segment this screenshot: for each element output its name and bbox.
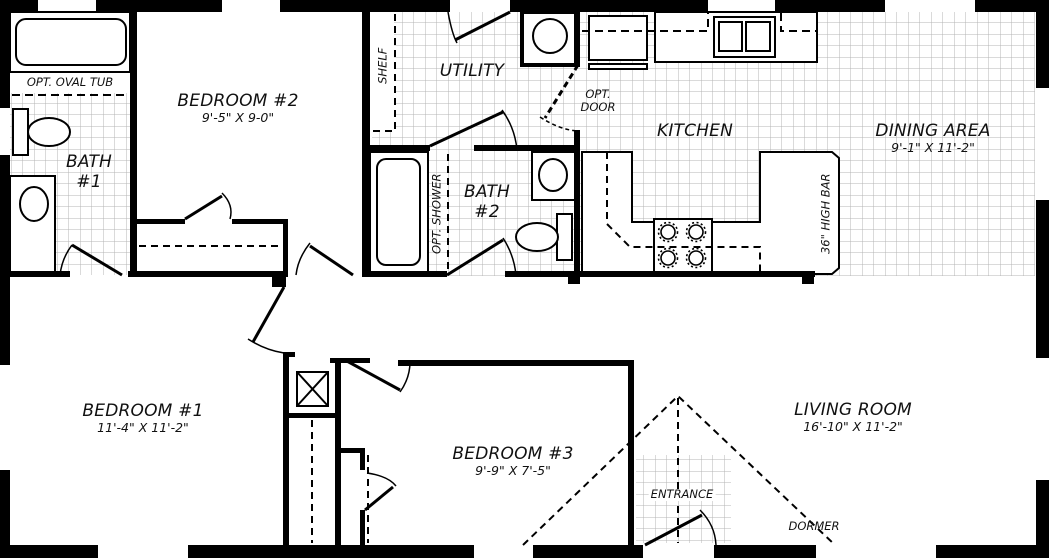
- room-name: BEDROOM #2: [177, 91, 299, 111]
- fixtures: [9, 10, 840, 277]
- room-number: #2: [474, 202, 500, 222]
- burner-icon: [688, 224, 704, 240]
- opt-door-note-line1: OPT.: [585, 87, 611, 101]
- bath2-sink: [538, 158, 568, 192]
- counter-dash: [606, 152, 761, 274]
- room-name: BATH: [463, 182, 511, 202]
- dining-area-label: DINING AREA 9'-1" X 11'-2": [875, 123, 990, 155]
- living-room-label: LIVING ROOM 16'-10" X 11'-2": [794, 402, 912, 434]
- bath1-tub-basin: [15, 18, 127, 66]
- utility-shelf: [372, 12, 394, 132]
- bedroom2-label: BEDROOM #2 9'-5" X 9-0": [177, 93, 298, 125]
- water-heater-tank: [532, 18, 568, 54]
- doors: [59, 10, 717, 547]
- room-dimensions: 9'-9" X 7'-5": [475, 463, 551, 478]
- burner-icon: [688, 250, 704, 266]
- utility-label: UTILITY: [440, 63, 505, 80]
- high-bar-note: 36" HIGH BAR: [818, 173, 833, 255]
- sink-basin-right: [745, 21, 771, 52]
- shelf-dash: [372, 14, 396, 132]
- room-number: #1: [76, 172, 102, 192]
- bedroom3-label: BEDROOM #3 9'-9" X 7'-5": [452, 446, 573, 478]
- bath1-toilet-tank: [12, 108, 29, 156]
- bath1-toilet-bowl: [27, 117, 71, 147]
- burner-icon: [660, 250, 676, 266]
- bath1-label: BATH #1: [66, 154, 112, 191]
- room-name: BATH: [65, 152, 113, 172]
- bath2-tub-basin: [376, 158, 421, 266]
- dormer-note: DORMER: [788, 519, 840, 533]
- fridge-base: [588, 63, 648, 70]
- dormer-outline: [522, 394, 836, 546]
- room-name: BEDROOM #1: [82, 401, 204, 421]
- bath2-label: BATH #2: [464, 184, 510, 221]
- room-name: UTILITY: [439, 61, 505, 81]
- shelf-note: SHELF: [375, 47, 390, 84]
- refrigerator: [588, 15, 648, 61]
- bath2-toilet-tank: [556, 213, 573, 261]
- room-dimensions: 16'-10" X 11'-2": [803, 419, 903, 434]
- bath1-sink: [19, 186, 49, 222]
- kitchen-label: KITCHEN: [657, 123, 733, 140]
- room-dimensions: 9'-1" X 11'-2": [891, 140, 975, 155]
- room-name: LIVING ROOM: [794, 400, 912, 420]
- room-name: KITCHEN: [656, 121, 734, 141]
- sink-basin-left: [718, 21, 743, 52]
- linen-closet: [296, 371, 329, 407]
- room-dimensions: 9'-5" X 9-0": [201, 110, 275, 125]
- bedroom1-label: BEDROOM #1 11'-4" X 11'-2": [82, 403, 203, 435]
- opt-shower-note: OPT. SHOWER: [429, 173, 444, 255]
- stove-burners: [657, 221, 707, 269]
- upper-cabinet-dash: [582, 13, 818, 32]
- room-name: BEDROOM #3: [452, 444, 574, 464]
- opt-door-note-line2: DOOR: [580, 100, 616, 114]
- entrance-note: ENTRANCE: [648, 487, 716, 501]
- closet-rods: [139, 245, 369, 543]
- bath2-toilet-bowl: [515, 222, 559, 252]
- burner-icon: [660, 224, 676, 240]
- opt-oval-tub-note: OPT. OVAL TUB: [26, 75, 114, 89]
- room-name: DINING AREA: [875, 121, 991, 141]
- room-dimensions: 11'-4" X 11'-2": [97, 420, 189, 435]
